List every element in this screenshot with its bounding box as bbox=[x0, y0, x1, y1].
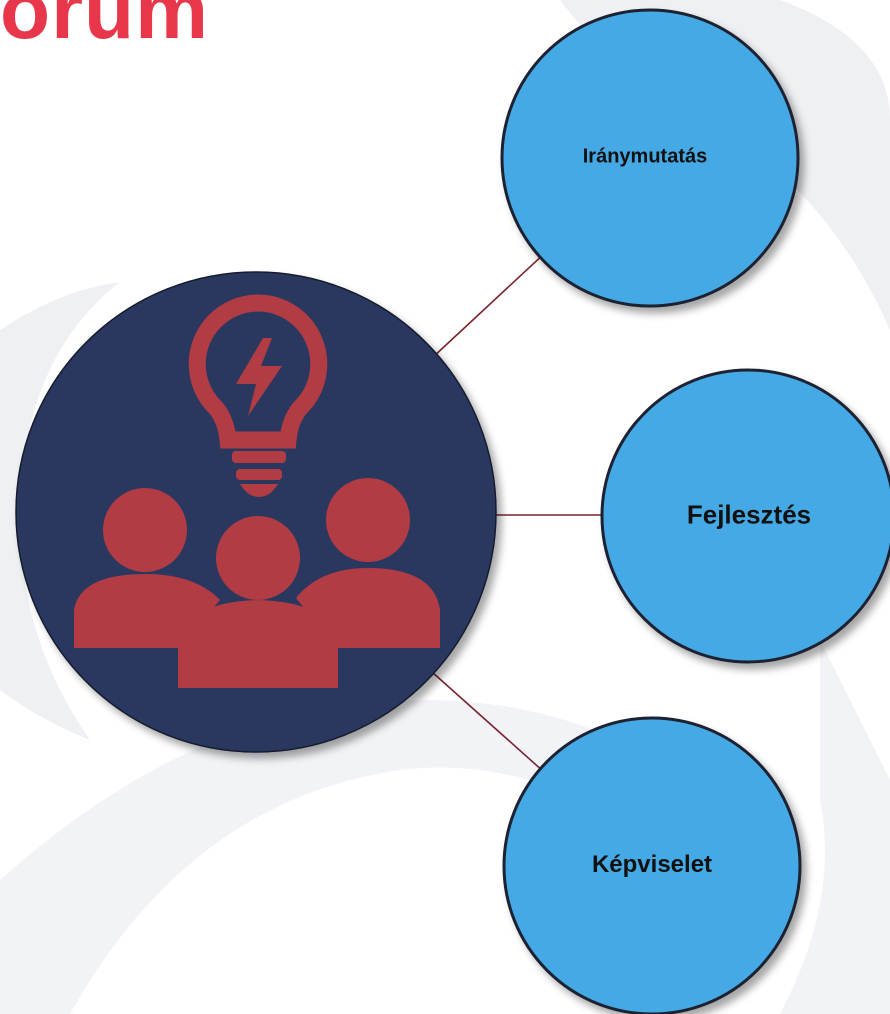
connector-kepviselet bbox=[431, 671, 545, 773]
background-arc-top bbox=[560, 0, 890, 330]
background-arc-bottom bbox=[0, 700, 650, 1014]
page-title: orum bbox=[0, 0, 209, 56]
node-fejlesztes bbox=[600, 368, 890, 664]
node-iranymutatas bbox=[500, 8, 800, 308]
background-arc-right bbox=[780, 640, 890, 1014]
node-label-iranymutatas: Iránymutatás bbox=[582, 145, 708, 168]
node-kepviselet bbox=[502, 716, 802, 1014]
background-arc-left bbox=[0, 282, 120, 740]
node-label-kepviselet: Képviselet bbox=[591, 851, 713, 878]
lightning-bolt-icon bbox=[236, 338, 282, 416]
node-label-fejlesztes: Fejlesztés bbox=[686, 499, 812, 530]
connector-iranymutatas bbox=[431, 251, 547, 359]
lightbulb-team-icon bbox=[74, 294, 440, 688]
lightbulb-icon bbox=[188, 294, 328, 497]
team-people-icon bbox=[74, 478, 440, 688]
